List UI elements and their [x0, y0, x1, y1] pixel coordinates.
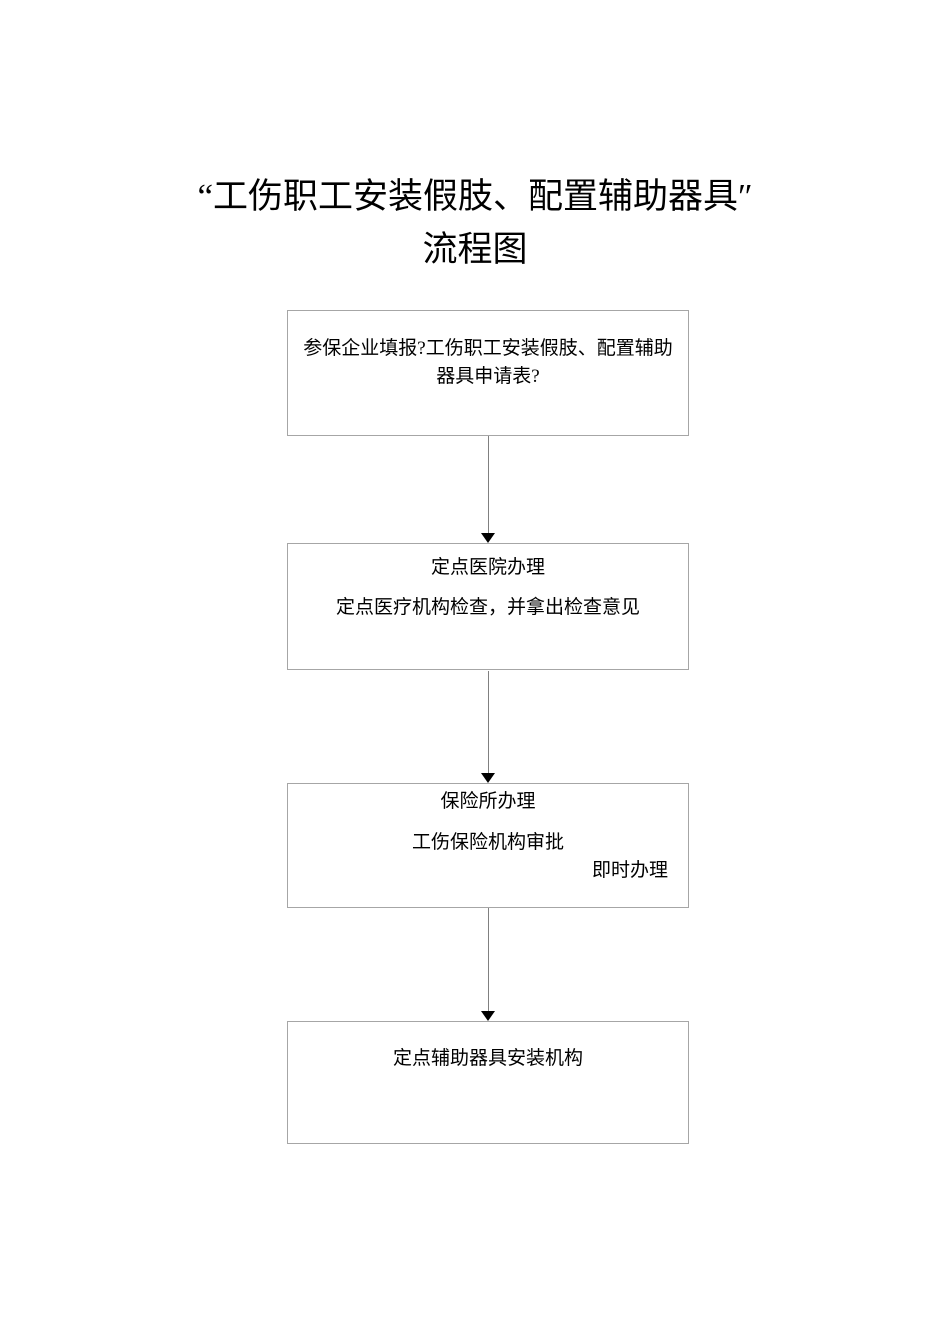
- node-text-line: 保险所办理: [440, 791, 536, 812]
- node-text-line: 定点辅助器具安装机构: [392, 1048, 583, 1069]
- arrow-shaft: [488, 908, 489, 1012]
- flowchart-node-insurance-office: 保险所办理 工伤保险机构审批 即时办理: [287, 783, 689, 908]
- page-title-line-1: “工伤职工安装假肢、配置辅助器具″: [197, 177, 753, 216]
- flowchart-node-enterprise-application: 参保企业填报?工伤职工安装假肢、配置辅助器具申请表?: [287, 310, 689, 436]
- page-title: “工伤职工安装假肢、配置辅助器具″ 流程图: [0, 170, 950, 276]
- node-text-line: 定点医院办理: [430, 557, 545, 578]
- flow-arrow-1: [481, 436, 496, 543]
- arrowhead-down-icon: [481, 533, 495, 543]
- node-text-line: 工伤保险机构审批: [411, 832, 564, 853]
- page-title-line-2: 流程图: [422, 230, 528, 269]
- flow-arrow-2: [481, 671, 496, 783]
- arrowhead-down-icon: [481, 773, 495, 783]
- node-text-line: 即时办理: [591, 860, 668, 881]
- node-text-line: 参保企业填报?工伤职工安装假肢、配置辅助器具申请表?: [303, 338, 673, 387]
- flowchart-node-assistive-device-agency: 定点辅助器具安装机构: [287, 1021, 689, 1144]
- flow-arrow-3: [481, 908, 496, 1021]
- flowchart-node-designated-hospital: 定点医院办理 定点医疗机构检查，并拿出检查意见: [287, 543, 689, 670]
- arrow-shaft: [488, 671, 489, 774]
- node-text-line: 定点医疗机构检查，并拿出检查意见: [335, 597, 640, 618]
- arrow-shaft: [488, 436, 489, 534]
- arrowhead-down-icon: [481, 1011, 495, 1021]
